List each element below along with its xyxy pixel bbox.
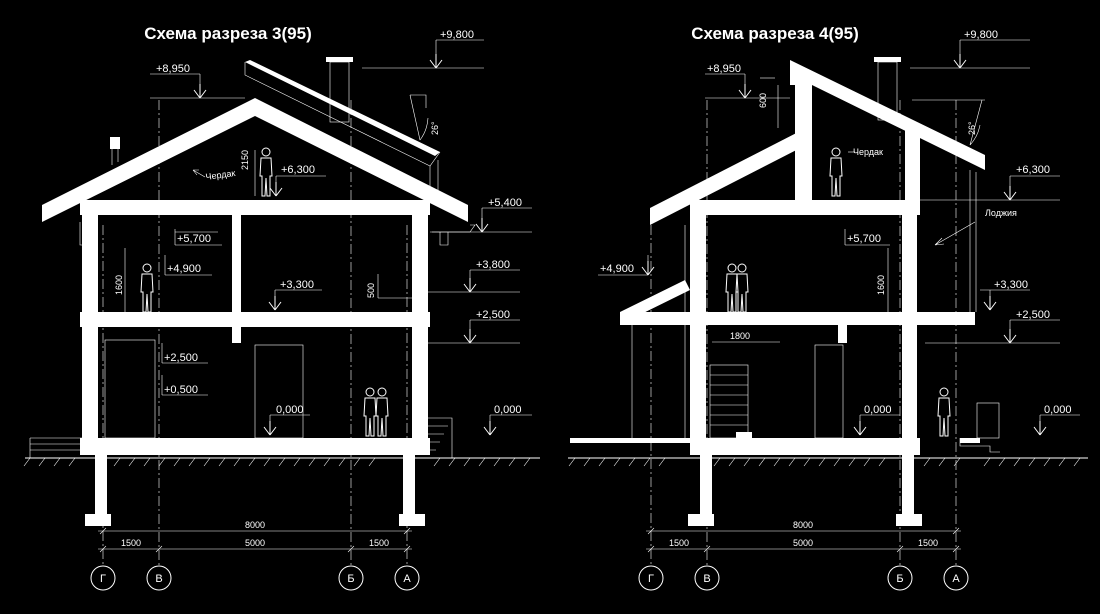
level-label: +3,300 — [994, 279, 1028, 291]
section-title: Схема разреза 4(95) — [691, 24, 859, 43]
level-label: +5,700 — [847, 233, 881, 245]
axis-lines — [102, 100, 408, 565]
section-4: Схема разреза 4(95) — [568, 24, 1088, 591]
section-3: Схема разреза 3(95) — [23, 24, 540, 591]
dimension-label: 500 — [366, 283, 376, 298]
dimension-label: 8000 — [793, 520, 813, 530]
level-label: +3,800 — [476, 259, 510, 271]
dimension-label: 5000 — [245, 538, 265, 548]
level-label: +9,800 — [440, 29, 474, 41]
axis-label: В — [703, 573, 710, 585]
level-label: +5,700 — [177, 233, 211, 245]
level-label: +0,500 — [164, 384, 198, 396]
dimension-label: 8000 — [245, 520, 265, 530]
level-label: +4,900 — [600, 263, 634, 275]
level-label: +2,500 — [1016, 309, 1050, 321]
dimension-label: 1500 — [669, 538, 689, 548]
level-label: +6,300 — [281, 164, 315, 176]
dimension-labels: 600 1600 1800 26° Чердак Лоджия — [730, 93, 1017, 341]
dimension-label: 5000 — [793, 538, 813, 548]
level-marks — [598, 39, 1080, 436]
level-label: 0,000 — [864, 404, 892, 416]
bottom-dimensions: 8000 1500 5000 1500 — [646, 520, 961, 553]
dimension-label: 1500 — [369, 538, 389, 548]
dimension-label: 1600 — [114, 275, 124, 295]
dimension-label: 1500 — [918, 538, 938, 548]
axis-label: В — [155, 573, 162, 585]
axis-label: Г — [648, 573, 654, 585]
dimension-label: 600 — [758, 93, 768, 108]
axis-label: А — [952, 573, 960, 585]
level-label: +2,500 — [164, 352, 198, 364]
dimension-label: 1500 — [121, 538, 141, 548]
level-label: 0,000 — [494, 404, 522, 416]
ground-line — [568, 457, 1088, 467]
dimension-labels: 2150 1600 500 26° Чердак — [114, 121, 440, 298]
level-label: +8,950 — [707, 63, 741, 75]
bottom-dimensions: 8000 1500 5000 1500 — [98, 520, 412, 553]
section-title: Схема разреза 3(95) — [144, 24, 312, 43]
level-label: +6,300 — [1016, 164, 1050, 176]
axis-label: Б — [347, 573, 354, 585]
axis-label: Б — [896, 573, 903, 585]
level-label: +5,400 — [488, 197, 522, 209]
level-labels: +9,800 +8,950 +6,300 +5,700 +5,400 +4,90… — [156, 29, 522, 416]
level-marks — [124, 39, 532, 436]
building-details — [631, 61, 1000, 453]
level-label: +3,300 — [280, 279, 314, 291]
dimension-label: 26° — [967, 121, 977, 135]
axis-markers: Г В Б А — [90, 565, 420, 591]
level-label: +2,500 — [476, 309, 510, 321]
level-label: +4,900 — [167, 263, 201, 275]
level-label: +8,950 — [156, 63, 190, 75]
level-label: 0,000 — [276, 404, 304, 416]
axis-label: Г — [100, 573, 106, 585]
axis-label: А — [403, 573, 411, 585]
dimension-label: 1800 — [730, 331, 750, 341]
ground-line — [23, 457, 540, 467]
building-structure — [42, 57, 468, 526]
building-structure — [570, 57, 985, 526]
level-labels: +9,800 +8,950 +6,300 +5,700 +4,900 +3,30… — [600, 29, 1072, 416]
level-label: +9,800 — [964, 29, 998, 41]
level-label: 0,000 — [1044, 404, 1072, 416]
dimension-label: 1600 — [876, 275, 886, 295]
dimension-label: 2150 — [240, 150, 250, 170]
dimension-label: 26° — [430, 121, 440, 135]
axis-lines — [650, 100, 957, 565]
axis-markers: Г В Б А — [638, 565, 969, 591]
loggia-label: Лоджия — [985, 208, 1017, 218]
room-label: Чердак — [853, 147, 883, 157]
room-label: Чердак — [205, 168, 236, 182]
